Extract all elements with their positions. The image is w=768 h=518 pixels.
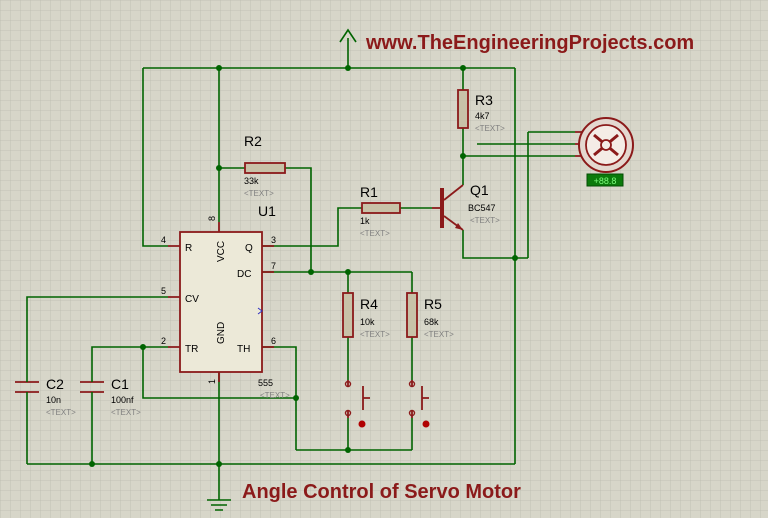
- ic-text: <TEXT>: [260, 391, 290, 400]
- pin-label-tr: TR: [185, 344, 198, 355]
- pin-number-5: 5: [161, 286, 166, 296]
- pin-number-2: 2: [161, 336, 166, 346]
- pin-label-cv: CV: [185, 294, 199, 305]
- pin-label-r: R: [185, 243, 192, 254]
- r2-value: 33k: [244, 176, 259, 186]
- junctions: [89, 65, 518, 467]
- resistor-r2[interactable]: R2 33k <TEXT>: [244, 133, 286, 198]
- r3-body: [457, 89, 469, 129]
- q1-ref: Q1: [470, 182, 489, 198]
- r2-text: <TEXT>: [244, 189, 274, 198]
- servo-readout-box: [586, 173, 624, 187]
- power-terminal-icon: [339, 28, 357, 43]
- pin-number-4: 4: [161, 235, 166, 245]
- q1-value: BC547: [468, 203, 496, 213]
- r4-body: [342, 292, 354, 338]
- r5-ref: R5: [424, 296, 442, 312]
- push-button-2[interactable]: [408, 380, 430, 428]
- ic-part: 555: [258, 378, 273, 388]
- r4-text: <TEXT>: [360, 330, 390, 339]
- emitter-wire: [462, 230, 528, 259]
- c1-ref: C1: [111, 376, 129, 392]
- ic-arrow-icon: [257, 307, 263, 315]
- resistor-r4[interactable]: R4 10k <TEXT>: [342, 292, 390, 339]
- r1-value: 1k: [360, 216, 370, 226]
- pin-number-3: 3: [271, 235, 276, 245]
- wires: [26, 28, 575, 511]
- cv-wire: [26, 296, 168, 376]
- servo-readout: +88.8: [594, 176, 617, 186]
- push-button-1[interactable]: [344, 380, 371, 428]
- ic-555[interactable]: U1 555 <TEXT> R Q DC CV TR TH VCC GND 4 …: [161, 203, 290, 400]
- r4-value: 10k: [360, 317, 375, 327]
- r3-value: 4k7: [475, 111, 490, 121]
- ground-icon: [207, 499, 231, 511]
- trigger-link-wire: [142, 347, 296, 399]
- ic-body: [179, 231, 263, 373]
- pin-number-7: 7: [271, 261, 276, 271]
- r3-ref: R3: [475, 92, 493, 108]
- r5-value: 68k: [424, 317, 439, 327]
- pin-number-8: 8: [207, 216, 217, 221]
- servo-motor[interactable]: +88.8: [575, 117, 634, 187]
- push-button-1-actuator: [358, 420, 366, 428]
- r1-ref: R1: [360, 184, 378, 200]
- r5-body: [406, 292, 418, 338]
- pin-number-6: 6: [271, 336, 276, 346]
- resistor-r5[interactable]: R5 68k <TEXT>: [406, 292, 454, 339]
- servo-shaft-icon: [600, 139, 612, 151]
- c1-text: <TEXT>: [111, 408, 141, 417]
- pin-label-q: Q: [245, 243, 253, 254]
- resistor-r1[interactable]: R1 1k <TEXT>: [360, 184, 401, 238]
- capacitor-c2[interactable]: C2 10n <TEXT>: [15, 376, 76, 417]
- r3-text: <TEXT>: [475, 124, 505, 133]
- reset-wire: [142, 68, 168, 247]
- r1-body: [361, 202, 401, 214]
- output-q-wire: [262, 207, 362, 247]
- q1-text: <TEXT>: [470, 216, 500, 225]
- pin-label-vcc: VCC: [216, 241, 227, 262]
- transistor-q1[interactable]: Q1 BC547 <TEXT>: [432, 182, 500, 231]
- q1-collector: [443, 184, 464, 201]
- push-button-2-actuator: [422, 420, 430, 428]
- r2-ref: R2: [244, 133, 262, 149]
- r2-body: [244, 162, 286, 174]
- pin-label-th: TH: [237, 344, 250, 355]
- website-title: www.TheEngineeringProjects.com: [365, 32, 694, 54]
- q1-emitter-arrow-icon: [455, 223, 463, 230]
- r2-right-wire: [285, 167, 312, 272]
- c2-ref: C2: [46, 376, 64, 392]
- r5-text: <TEXT>: [424, 330, 454, 339]
- ic-ref: U1: [258, 203, 276, 219]
- diagram-caption: Angle Control of Servo Motor: [242, 481, 521, 503]
- motor-ground-wire: [527, 131, 575, 258]
- r4-ref: R4: [360, 296, 378, 312]
- c1-value: 100nf: [111, 395, 134, 405]
- resistor-r3[interactable]: R3 4k7 <TEXT>: [457, 89, 505, 133]
- pin-number-1: 1: [207, 379, 217, 384]
- r1-text: <TEXT>: [360, 229, 390, 238]
- c2-text: <TEXT>: [46, 408, 76, 417]
- c2-value: 10n: [46, 395, 61, 405]
- capacitor-c1[interactable]: C1 100nf <TEXT>: [80, 376, 141, 417]
- pin-label-gnd: GND: [216, 322, 227, 344]
- pin-label-dc: DC: [237, 269, 251, 280]
